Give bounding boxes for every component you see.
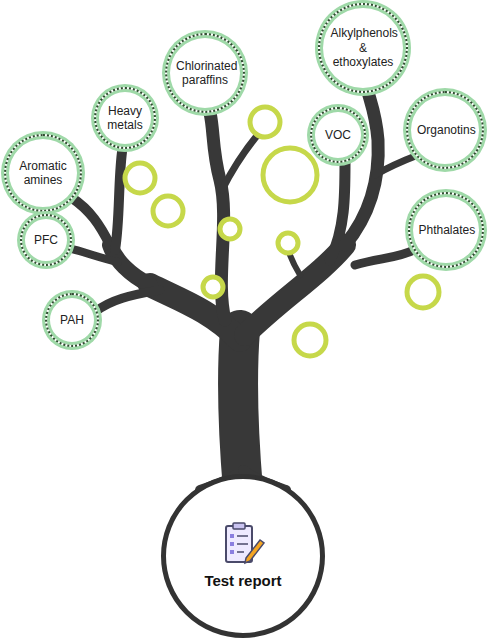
substance-circle: PAH xyxy=(45,293,99,347)
report-circle: Test report xyxy=(161,474,325,638)
substance-circle: Organotins xyxy=(406,91,484,169)
report-icon xyxy=(220,522,266,566)
substance-circle: Chlorinated paraffins xyxy=(165,33,245,113)
substance-circle: Heavy metals xyxy=(94,87,156,149)
substance-label: Phthalates xyxy=(419,223,474,237)
substance-circle: PFC xyxy=(20,214,72,266)
substance-circle: Alkylphenols & ethoxylates xyxy=(318,3,408,93)
substance-circle: VOC xyxy=(310,107,366,163)
substance-circle: Aromatic amines xyxy=(4,134,82,212)
substance-label: Chlorinated paraffins xyxy=(176,59,234,88)
report-label: Test report xyxy=(204,572,281,590)
substance-circle: Phthalates xyxy=(408,192,484,268)
substance-label: Heavy metals xyxy=(103,104,147,133)
substance-label: PAH xyxy=(60,313,84,327)
substance-label: Aromatic amines xyxy=(15,159,71,188)
substance-label: Alkylphenols & ethoxylates xyxy=(331,26,396,69)
substance-label: VOC xyxy=(325,128,351,142)
substance-label: Organotins xyxy=(417,123,473,137)
substance-label: PFC xyxy=(34,233,58,247)
